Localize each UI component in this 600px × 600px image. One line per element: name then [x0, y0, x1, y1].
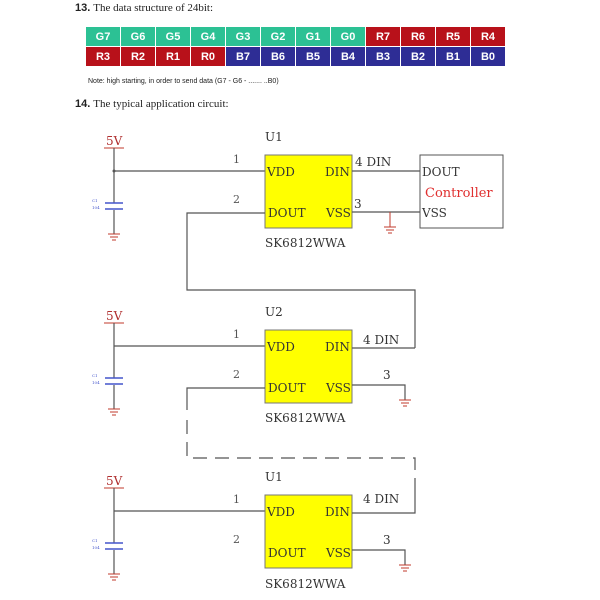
- circuit-wire: [113, 148, 265, 234]
- circuit-label: 2: [233, 368, 240, 381]
- circuit-label: 104: [92, 205, 100, 210]
- circuit-wire: [108, 573, 120, 581]
- circuit-label: C1: [92, 373, 98, 378]
- circuit-label: VDD: [266, 505, 295, 519]
- circuit-wire: [399, 399, 411, 407]
- bit-cell: G6: [120, 26, 156, 47]
- bit-cell: B7: [225, 46, 261, 67]
- bit-cell: R4: [470, 26, 506, 47]
- circuit-label: 3: [383, 533, 391, 547]
- circuit-wire: [352, 170, 420, 213]
- circuit-label: SK6812WWA: [265, 411, 346, 425]
- bit-cell: R3: [85, 46, 121, 67]
- section-13-heading: 13.The data structure of 24bit:: [75, 2, 214, 14]
- circuit-label: U2: [265, 305, 283, 319]
- circuit-label: VDD: [266, 165, 295, 179]
- ground-icon: [108, 233, 120, 241]
- bit-cell: B4: [330, 46, 366, 67]
- led-block-2: 5V C1 104 U2 1 2 VDD DIN DOUT VSS SK6812W…: [92, 305, 416, 480]
- bit-cell: R7: [365, 26, 401, 47]
- circuit-label: VSS: [325, 381, 351, 395]
- circuit-label: C1: [92, 198, 98, 203]
- capacitor-icon: [105, 202, 123, 210]
- supply-label: 5V: [106, 134, 123, 148]
- circuit-label: 5V: [106, 309, 123, 323]
- circuit-label: 2: [233, 193, 240, 206]
- bit-cell: R6: [400, 26, 436, 47]
- circuit-wire: [384, 212, 396, 234]
- bit-cell: B1: [435, 46, 471, 67]
- bit-cell: B0: [470, 46, 506, 67]
- chip-u3: [264, 494, 353, 569]
- circuit-label: VSS: [325, 546, 351, 560]
- led-block-1: 5V C1 104 U1 1 2 VDD DIN DOUT VSS SK6812W…: [92, 130, 504, 348]
- circuit-wire: [186, 387, 265, 410]
- bit-cell: G1: [295, 26, 331, 47]
- circuit-label: 104: [92, 545, 100, 550]
- circuit-label: DOUT: [268, 206, 306, 220]
- circuit-label: SK6812WWA: [265, 577, 346, 591]
- circuit-label: DOUT: [268, 546, 306, 560]
- bit-cell: G5: [155, 26, 191, 47]
- circuit-label: Controller: [425, 186, 493, 201]
- circuit-label: C1: [92, 538, 98, 543]
- circuit-label: DIN: [325, 165, 350, 179]
- bit-cell: G2: [260, 26, 296, 47]
- circuit-label: 4 DIN: [363, 333, 399, 347]
- circuit-wire: [113, 323, 265, 409]
- circuit-label: SK6812WWA: [265, 236, 346, 250]
- chip-u2: [264, 329, 353, 404]
- bit-cell: R5: [435, 26, 471, 47]
- bit-cell: B6: [260, 46, 296, 67]
- circuit-wire: [399, 564, 411, 572]
- circuit-wire: [352, 480, 416, 565]
- circuit-label: U1: [265, 470, 283, 484]
- circuit-label: VDD: [266, 340, 295, 354]
- section-14-heading: 14.The typical application circuit:: [75, 98, 229, 110]
- circuit-wire: [186, 420, 416, 480]
- circuit-label: 5V: [106, 474, 123, 488]
- bit-cell: G3: [225, 26, 261, 47]
- led-block-3: 5V C1 104 U1 1 2 VDD DIN DOUT VSS SK6812W…: [92, 470, 416, 591]
- chip-u1: [264, 154, 353, 229]
- circuit-wire: [108, 408, 120, 416]
- circuit-label: DOUT: [268, 381, 306, 395]
- circuit-label: 1: [233, 493, 240, 506]
- circuit-label: 104: [92, 380, 100, 385]
- bit-cell: B3: [365, 46, 401, 67]
- circuit-label: 3: [383, 368, 391, 382]
- circuit-label: DIN: [325, 505, 350, 519]
- circuit-label: 3: [354, 197, 362, 211]
- circuit-wire: [352, 347, 415, 400]
- circuit-label: 2: [233, 533, 240, 546]
- bit-cell: G0: [330, 26, 366, 47]
- circuit-wire: [186, 212, 416, 348]
- circuit-label: VSS: [325, 206, 351, 220]
- circuit-label: U1: [265, 130, 283, 144]
- circuit-label: 4 DIN: [363, 492, 399, 506]
- circuit-wire: [113, 488, 265, 574]
- circuit-label: DOUT: [422, 165, 460, 179]
- circuit-label: 1: [233, 328, 240, 341]
- bit-cell: R2: [120, 46, 156, 67]
- controller-box: [419, 154, 504, 229]
- note-text: Note: high starting, in order to send da…: [88, 78, 279, 85]
- circuit-label: DIN: [325, 340, 350, 354]
- circuit-label: 4 DIN: [355, 155, 391, 169]
- circuit-label: VSS: [421, 206, 447, 220]
- circuit-wire: [112, 169, 116, 173]
- circuit-label: 1: [233, 153, 240, 166]
- bit-cell: R1: [155, 46, 191, 67]
